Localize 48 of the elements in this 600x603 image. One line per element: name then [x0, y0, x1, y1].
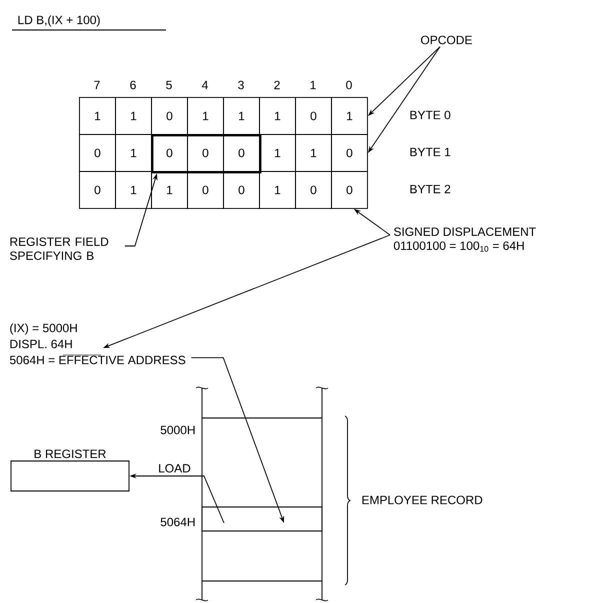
- bit-cell: 1: [151, 171, 188, 209]
- bit-number: 2: [274, 80, 280, 90]
- bit-cell: 1: [115, 97, 152, 135]
- calculation-text: (IX) = 5000H DISPL. 64H 5064H = EFFECTIVE ADDRESS: [10, 323, 186, 364]
- bit-cell: 0: [331, 134, 368, 172]
- bit-cell: 0: [151, 134, 188, 172]
- callout-text: SIGNED DISPLACEMENT 01100100 = 100$_{10}$ = 64H: [394, 227, 536, 252]
- bit-cell: 1: [115, 171, 152, 209]
- bit-number: 6: [130, 80, 136, 90]
- bit-cell: 0: [187, 134, 224, 172]
- bit-number: 0: [346, 80, 352, 90]
- bit-cell: 0: [79, 171, 116, 209]
- edge-label: LOAD: [157, 463, 192, 474]
- bit-number: 3: [238, 80, 244, 90]
- address-label: 5000H: [160, 426, 195, 434]
- bit-cell: 1: [223, 97, 260, 135]
- bit-number: 7: [94, 80, 100, 90]
- bit-cell: 0: [223, 134, 260, 172]
- bit-cell: 1: [331, 97, 368, 135]
- bit-cell: 0: [151, 97, 188, 135]
- bit-number: 5: [166, 80, 172, 90]
- bit-cell: 1: [295, 134, 332, 172]
- memory-column-drawing: [196, 386, 328, 602]
- address-label: 5064H: [160, 518, 195, 526]
- register-field-box: [151, 134, 262, 174]
- brace-label: EMPLOYEE RECORD: [362, 496, 482, 504]
- bit-cell: 1: [79, 97, 116, 135]
- bit-cell: 0: [223, 171, 260, 209]
- callout-text: OPCODE: [421, 36, 472, 44]
- bit-cell: 1: [259, 171, 296, 209]
- bit-number: 1: [310, 80, 316, 90]
- byte-label: BYTE 1: [410, 148, 450, 156]
- bit-cell: 0: [295, 97, 332, 135]
- register-box: B REGISTER: [10, 450, 130, 492]
- bit-number: 4: [202, 80, 208, 90]
- title: LD B,(IX + 100): [18, 15, 100, 27]
- bit-cell: 1: [115, 134, 152, 172]
- node-label: B REGISTER: [34, 450, 106, 458]
- bit-cell: 0: [79, 134, 116, 172]
- bit-cell: 0: [187, 171, 224, 209]
- bit-cell: 1: [187, 97, 224, 135]
- bit-cell: 1: [259, 134, 296, 172]
- bit-cell: 1: [259, 97, 296, 135]
- bit-cell: 0: [295, 171, 332, 209]
- bit-cell: 0: [331, 171, 368, 209]
- callout-text: REGISTER FIELD SPECIFYING B: [10, 237, 108, 260]
- byte-label: BYTE 0: [410, 110, 450, 120]
- byte-label: BYTE 2: [410, 184, 450, 194]
